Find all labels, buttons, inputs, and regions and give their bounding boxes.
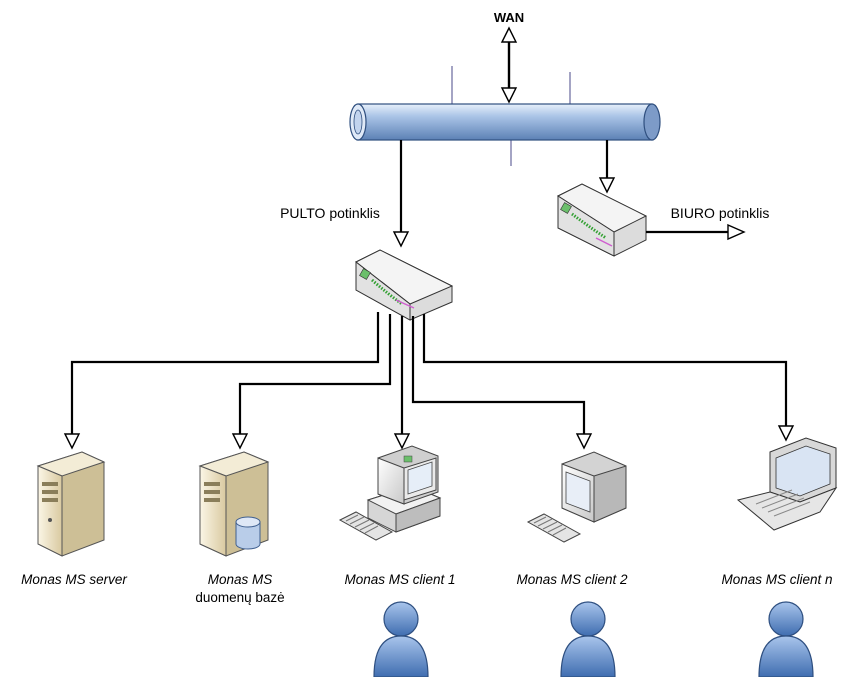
biuro-switch-icon: [556, 183, 648, 257]
database-name-line1: Monas MS: [208, 572, 273, 587]
user-icon: [373, 601, 429, 677]
client2-name: Monas MS client 2: [516, 572, 628, 587]
desktop-computer-icon: [366, 445, 442, 533]
pulto-switch-icon: [355, 249, 454, 321]
crt-monitor-icon: [561, 451, 627, 523]
client1-name: Monas MS client 1: [344, 572, 455, 587]
database-icon: [235, 516, 261, 550]
bus-taps: [451, 66, 571, 166]
clientn-name: Monas MS client n: [721, 572, 832, 587]
biuro-out-link: [646, 223, 746, 241]
wan-label: WAN: [494, 10, 524, 25]
pulto-label: PULTO potinklis: [280, 205, 380, 221]
server-tower-icon: [36, 451, 106, 557]
keyboard-icon: [338, 511, 394, 541]
distribution-arrowheads: [63, 425, 795, 450]
distribution-links: [70, 312, 788, 434]
laptop-icon: [736, 437, 838, 531]
server-name: Monas MS server: [21, 572, 127, 587]
user-icon: [758, 601, 814, 677]
pulto-link: [392, 140, 410, 248]
biuro-label: BIURO potinklis: [671, 205, 770, 221]
biuro-link: [598, 140, 616, 194]
wan-link: [500, 26, 518, 104]
database-name-line2: duomenų bazė: [195, 590, 284, 605]
keyboard-icon: [526, 513, 582, 543]
user-icon: [560, 601, 616, 677]
backbone-pipe-icon: [349, 103, 661, 141]
